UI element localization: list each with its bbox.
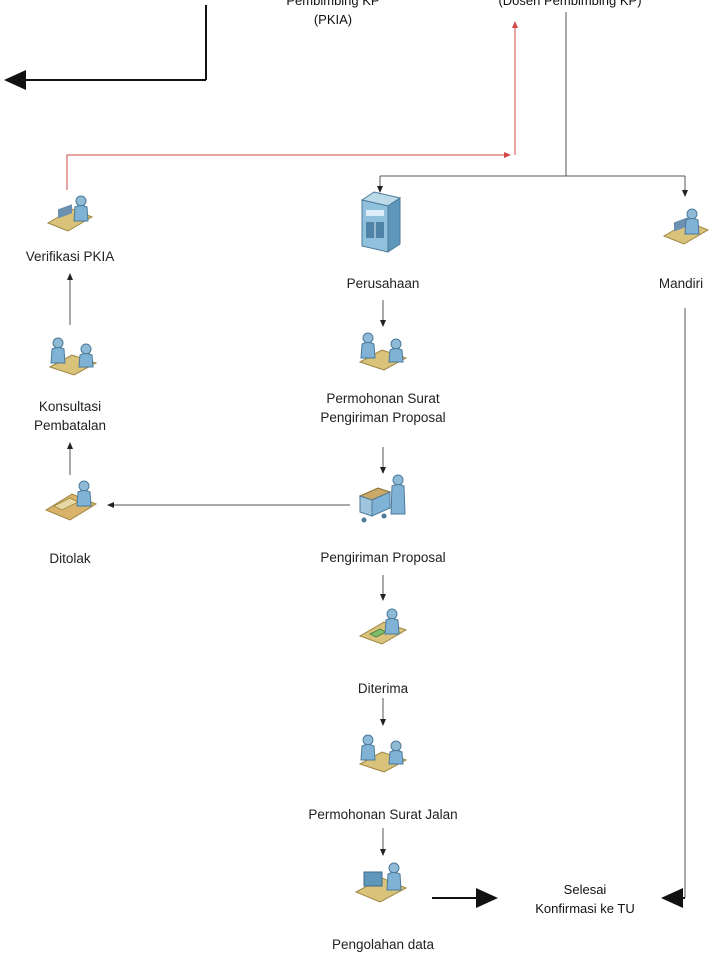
person-with-cart-icon: [358, 474, 406, 523]
connector-mandiri-to-selesai: [661, 308, 686, 908]
connector-top-left: [4, 5, 207, 90]
person-at-desk-icon: [662, 208, 710, 245]
label-pkia: Pembimbing KP (PKIA): [268, 0, 398, 29]
label-permohonan-proposal-line2: Pengiriman Proposal: [320, 410, 446, 425]
label-dosen: (Dosen Pembimbing KP): [450, 0, 690, 10]
label-konsultasi-line2: Pembatalan: [33, 418, 107, 433]
label-pkia-line2: (PKIA): [313, 12, 353, 27]
label-pengolahan: Pengolahan data: [331, 937, 435, 952]
label-mandiri: Mandiri: [658, 276, 704, 291]
label-permohonan-proposal-line1: Permohonan Surat: [326, 391, 440, 406]
label-konsultasi-line1: Konsultasi: [38, 399, 102, 414]
label-selesai-line1: Selesai: [563, 882, 607, 897]
connector-distribution: [377, 12, 688, 197]
label-diterima: Diterima: [357, 681, 409, 696]
person-at-desk-icon: [46, 195, 94, 232]
label-permohonan-jalan: Permohonan Surat Jalan: [308, 807, 458, 822]
label-pkia-line1: Pembimbing KP: [286, 0, 380, 8]
server-building-icon: [360, 191, 402, 253]
person-at-desk-icon: [358, 608, 408, 645]
connector-red: [66, 21, 518, 190]
two-people-meeting-icon: [358, 332, 408, 371]
label-selesai-line2: Konfirmasi ke TU: [535, 901, 635, 916]
label-permohonan-proposal: Permohonan Surat Pengiriman Proposal: [293, 389, 473, 427]
two-people-meeting-icon: [358, 734, 408, 773]
label-perusahaan: Perusahaan: [346, 276, 420, 291]
label-ditolak: Ditolak: [49, 551, 91, 566]
label-selesai: Selesai Konfirmasi ke TU: [510, 880, 660, 918]
two-people-meeting-icon: [48, 337, 98, 376]
label-konsultasi: Konsultasi Pembatalan: [0, 397, 140, 435]
person-at-desk-icon: [44, 480, 98, 521]
label-dosen-line: (Dosen Pembimbing KP): [498, 0, 642, 8]
label-pengiriman-proposal: Pengiriman Proposal: [320, 550, 446, 565]
person-at-desk-icon: [354, 862, 408, 903]
label-verifikasi: Verifikasi PKIA: [25, 249, 115, 264]
